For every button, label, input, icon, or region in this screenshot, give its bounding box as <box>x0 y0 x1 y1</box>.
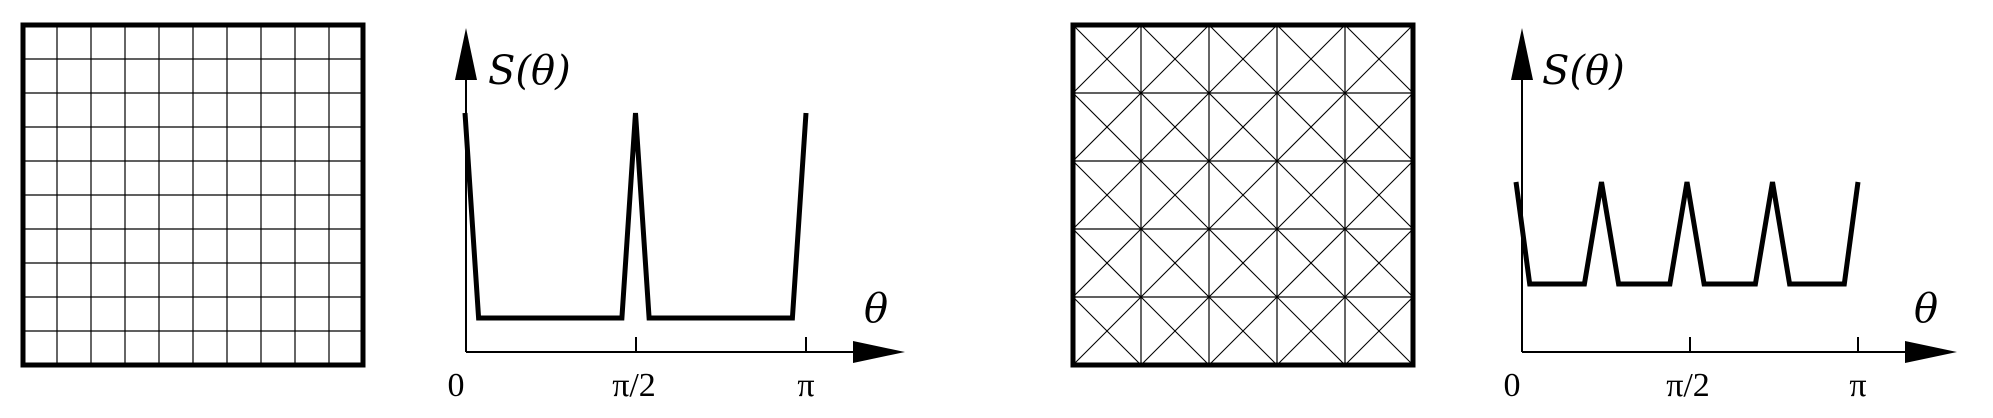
tick-label-half-pi: π/2 <box>1666 367 1710 404</box>
crossed-mesh <box>1070 22 1416 368</box>
mesh-diagonal <box>1208 228 1278 298</box>
mesh-diagonal <box>1208 24 1278 94</box>
mesh-diagonal <box>1140 24 1210 94</box>
mesh-diagonal <box>1276 160 1346 230</box>
mesh-diagonal <box>1344 92 1414 162</box>
x-axis-arrowhead <box>1905 341 1957 363</box>
x-axis-label: θ <box>864 286 888 332</box>
x-axis-arrowhead <box>853 341 905 363</box>
distribution-plot-square: S(θ) θ 0 π/2 π <box>448 28 905 404</box>
mesh-diagonal <box>1072 160 1142 230</box>
mesh-diagonal <box>1140 228 1210 298</box>
mesh-border <box>20 22 366 368</box>
mesh-diagonal <box>1140 92 1210 162</box>
tick-label-zero: 0 <box>1504 367 1521 404</box>
mesh-diagonal <box>1208 92 1278 162</box>
mesh-diagonal <box>1344 228 1414 298</box>
mesh-diagonal <box>1072 228 1142 298</box>
mesh-diagonal <box>1208 296 1278 366</box>
mesh-diagonal <box>1072 296 1142 366</box>
tick-label-half-pi: π/2 <box>612 367 656 404</box>
y-axis-label: S(θ) <box>488 48 571 94</box>
mesh-diagonal <box>1344 160 1414 230</box>
x-axis-label: θ <box>1914 286 1938 332</box>
mesh-diagonal <box>1140 160 1210 230</box>
y-axis-arrowhead <box>1511 28 1533 80</box>
mesh-diagonal <box>1344 296 1414 366</box>
mesh-border <box>1070 22 1416 368</box>
distribution-plot-crossed: S(θ) θ 0 π/2 π <box>1504 28 1957 404</box>
square-mesh <box>20 22 366 368</box>
tick-label-pi: π <box>1849 367 1866 404</box>
mesh-diagonal <box>1072 24 1142 94</box>
mesh-diagonal <box>1276 296 1346 366</box>
y-axis-label: S(θ) <box>1542 48 1625 94</box>
mesh-diagonal <box>1208 160 1278 230</box>
distribution-curve <box>1513 181 1861 287</box>
mesh-diagonal <box>1276 228 1346 298</box>
mesh-diagonal <box>1140 296 1210 366</box>
distribution-curve <box>462 112 809 321</box>
mesh-diagonal <box>1276 92 1346 162</box>
y-axis-arrowhead <box>455 28 477 80</box>
mesh-diagonal <box>1276 24 1346 94</box>
tick-label-pi: π <box>797 367 814 404</box>
mesh-diagonal <box>1344 24 1414 94</box>
tick-label-zero: 0 <box>448 367 465 404</box>
mesh-diagonal <box>1072 92 1142 162</box>
